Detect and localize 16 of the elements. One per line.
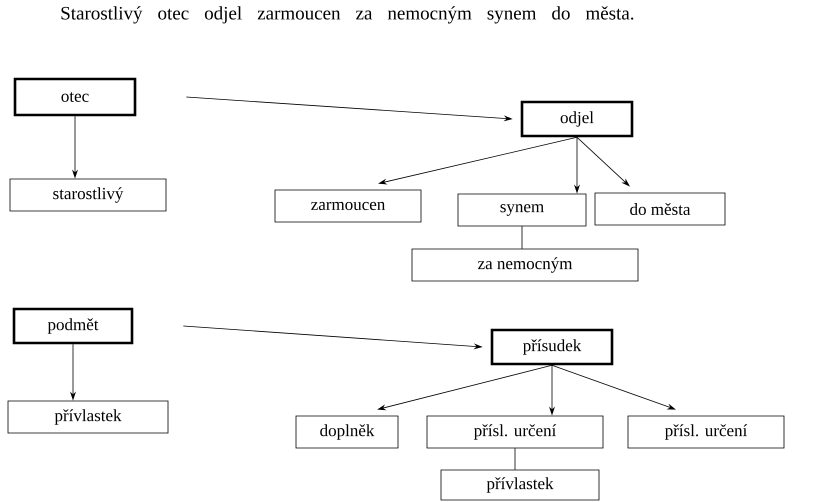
word-box: přísl. určení	[426, 416, 604, 448]
word-box: doplněk	[296, 416, 398, 448]
word-box: starostlivý	[10, 178, 166, 212]
word-box: zarmoucen	[274, 190, 422, 222]
word-box: otec	[14, 78, 136, 116]
word-box: za nemocným	[412, 248, 638, 282]
word-box: přísl. určení	[628, 416, 784, 448]
word-box: odjel	[520, 100, 634, 138]
word-box: podmět	[12, 308, 134, 344]
word-box: přívlastek	[440, 470, 600, 500]
connector-line	[514, 448, 516, 470]
word-box: synem	[458, 194, 586, 226]
word-box: přívlastek	[8, 400, 168, 434]
word-box: do města	[594, 192, 726, 226]
title: Starostlivý otec odjel zarmoucen za nemocným synem do města.	[61, 6, 634, 24]
word-box: přísudek	[490, 328, 614, 366]
